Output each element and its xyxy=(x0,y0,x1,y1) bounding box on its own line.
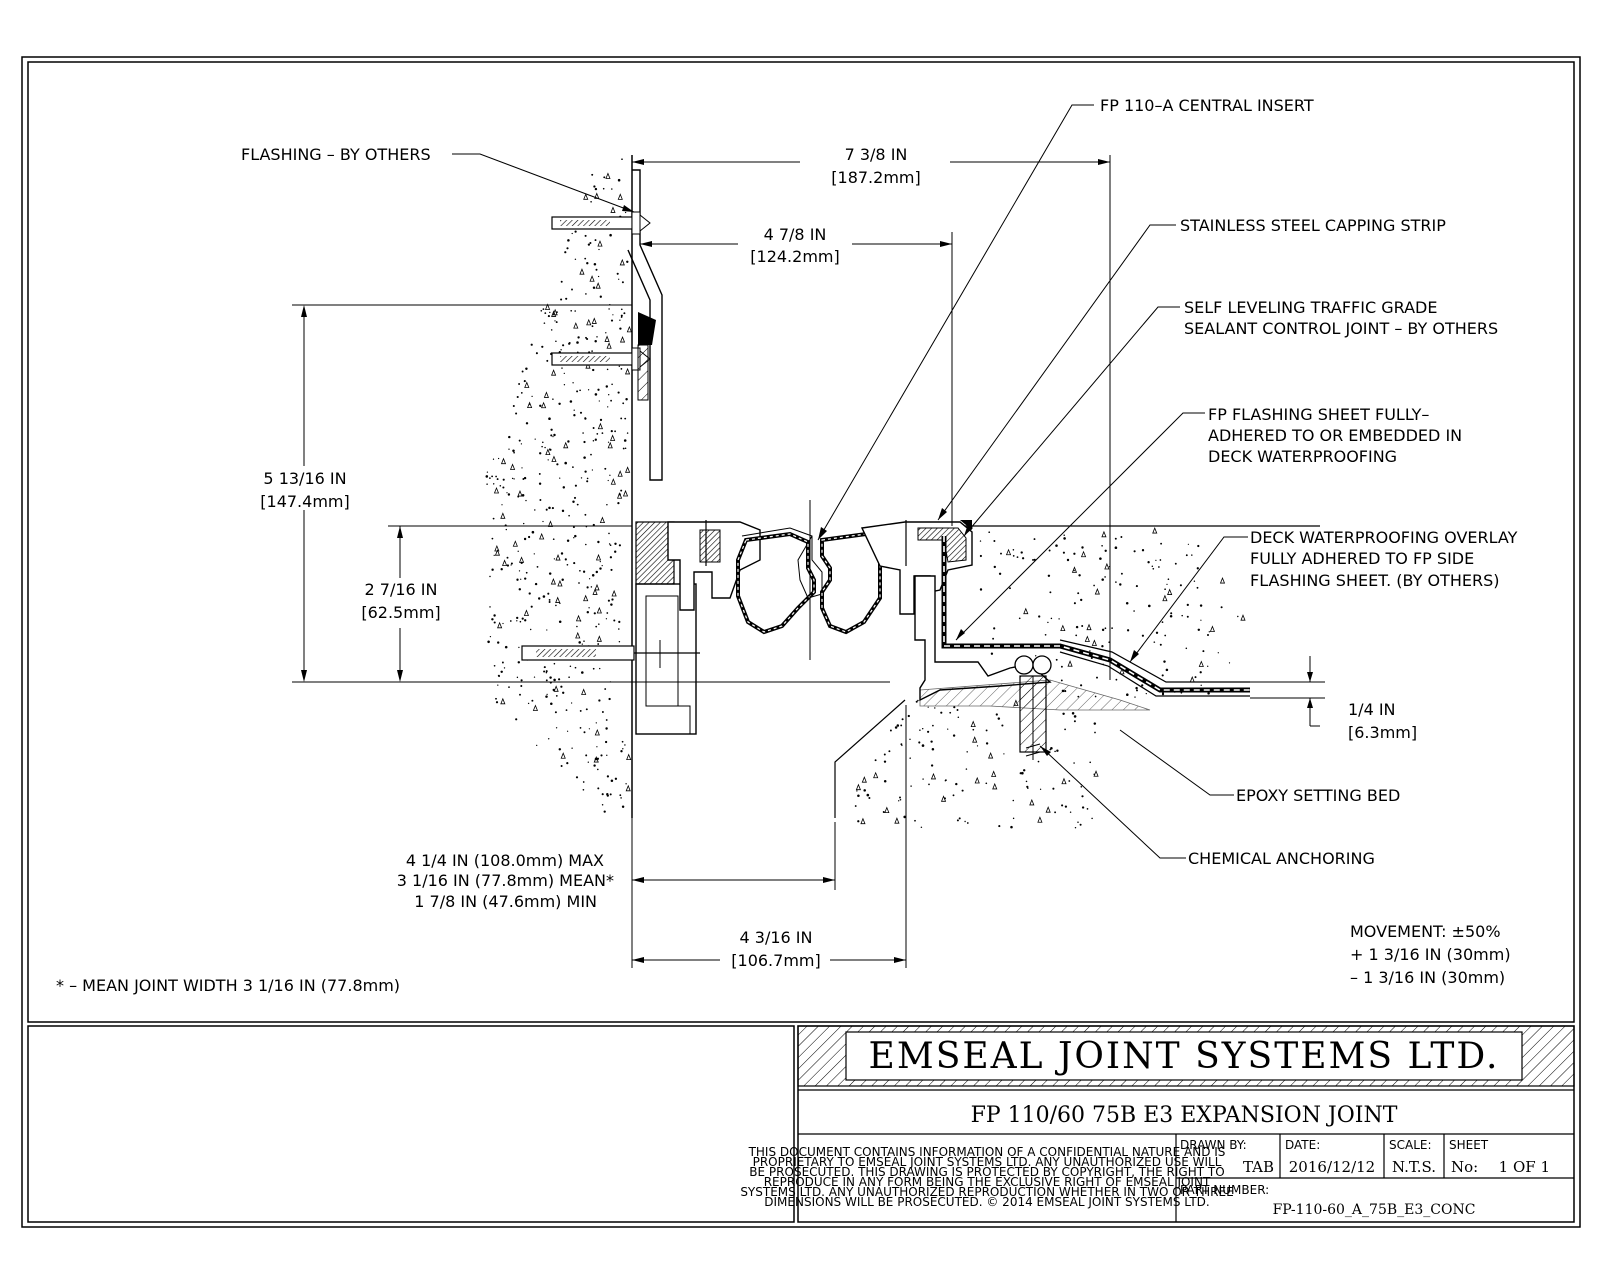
label-central-insert: FP 110–A CENTRAL INSERT xyxy=(1100,96,1314,115)
label-sealant-1: SELF LEVELING TRAFFIC GRADE xyxy=(1184,298,1437,317)
leader-lines xyxy=(452,104,1248,859)
dim-overall-mm: [187.2mm] xyxy=(831,168,920,187)
label-fp-flashing-2: ADHERED TO OR EMBEDDED IN xyxy=(1208,426,1462,445)
callout-labels: FP 110–A CENTRAL INSERT FLASHING – BY OT… xyxy=(241,96,1518,868)
label-capping-strip: STAINLESS STEEL CAPPING STRIP xyxy=(1180,216,1446,235)
dim-depth-mm: [62.5mm] xyxy=(361,603,440,622)
label-flashing: FLASHING – BY OTHERS xyxy=(241,145,431,164)
sheet-no-label: No: xyxy=(1451,1158,1478,1176)
label-fp-flashing-3: DECK WATERPROOFING xyxy=(1208,447,1397,466)
notes-box xyxy=(27,1025,795,1223)
left-rail xyxy=(635,583,697,735)
dim-depth-in: 2 7/16 IN xyxy=(365,580,438,599)
dim-rail-in: 4 3/16 IN xyxy=(740,928,813,947)
dim-height-mm: [147.4mm] xyxy=(260,492,349,511)
dim-width-mean: 3 1/16 IN (77.8mm) MEAN* xyxy=(397,871,614,890)
dim-height-in: 5 13/16 IN xyxy=(263,469,346,488)
disclaimer-line: THIS DOCUMENT CONTAINS INFORMATION OF A … xyxy=(748,1145,1226,1159)
disclaimer-line: REPRODUCE IN ANY FORM BEING THE EXCLUSIV… xyxy=(764,1175,1211,1189)
company-name: EMSEAL JOINT SYSTEMS LTD. xyxy=(869,1036,1500,1077)
disclaimer-line: DIMENSIONS WILL BE PROSECUTED. © 2014 EM… xyxy=(764,1195,1209,1209)
drawn-by-label: DRAWN BY: xyxy=(1180,1138,1247,1152)
fp-flashing-sheet xyxy=(941,536,1250,693)
label-fp-flashing-1: FP FLASHING SHEET FULLY– xyxy=(1208,405,1429,424)
part-number-label: PART NUMBER: xyxy=(1180,1183,1269,1197)
title-block: EMSEAL JOINT SYSTEMS LTD. FP 110/60 75B … xyxy=(740,1025,1575,1223)
scale-value: N.T.S. xyxy=(1392,1158,1436,1176)
label-overlay-3: FLASHING SHEET. (BY OTHERS) xyxy=(1250,571,1499,590)
date-label: DATE: xyxy=(1285,1138,1320,1152)
part-number-value: FP-110-60_A_75B_E3_CONC xyxy=(1273,1202,1476,1218)
disclaimer-line: BE PROSECUTED. THIS DRAWING IS PROTECTED… xyxy=(749,1165,1224,1179)
label-epoxy: EPOXY SETTING BED xyxy=(1236,786,1400,805)
dimension-labels: 7 3/8 IN [187.2mm] 4 7/8 IN [124.2mm] 5 … xyxy=(260,145,1417,970)
right-concrete xyxy=(834,525,1320,829)
movement-note: MOVEMENT: ±50% + 1 3/16 IN (30mm) – 1 3/… xyxy=(1350,922,1511,987)
label-overlay-1: DECK WATERPROOFING OVERLAY xyxy=(1250,528,1518,547)
dim-recess-in: 1/4 IN xyxy=(1348,700,1396,719)
movement-line1: MOVEMENT: ±50% xyxy=(1350,922,1501,941)
expansion-joint-assembly xyxy=(521,500,1250,760)
label-anchoring: CHEMICAL ANCHORING xyxy=(1188,849,1375,868)
label-overlay-2: FULLY ADHERED TO FP SIDE xyxy=(1250,549,1474,568)
left-concrete xyxy=(485,155,633,818)
date-value: 2016/12/12 xyxy=(1289,1158,1375,1176)
dimension-arrows xyxy=(301,159,1313,963)
drawing-frame xyxy=(27,61,1575,1023)
disclaimer-line: SYSTEMS LTD. ANY UNAUTHORIZED REPRODUCTI… xyxy=(740,1185,1233,1199)
dim-overall-in: 7 3/8 IN xyxy=(845,145,908,164)
leader-arrows xyxy=(622,205,1139,756)
movement-line3: – 1 3/16 IN (30mm) xyxy=(1350,968,1505,987)
outer-border xyxy=(21,56,1581,1228)
dim-width-max: 4 1/4 IN (108.0mm) MAX xyxy=(406,851,604,870)
disclaimer: THIS DOCUMENT CONTAINS INFORMATION OF A … xyxy=(740,1145,1233,1209)
footnote: * – MEAN JOINT WIDTH 3 1/16 IN (77.8mm) xyxy=(56,976,400,995)
dim-cap-mm: [124.2mm] xyxy=(750,247,839,266)
epoxy-setting-bed xyxy=(919,679,1151,711)
dim-width-min: 1 7/8 IN (47.6mm) MIN xyxy=(414,892,597,911)
label-sealant-2: SEALANT CONTROL JOINT – BY OTHERS xyxy=(1184,319,1498,338)
wall-flashing xyxy=(551,169,663,481)
dim-cap-in: 4 7/8 IN xyxy=(764,225,827,244)
dim-rail-mm: [106.7mm] xyxy=(731,951,820,970)
disclaimer-line: PROPRIETARY TO EMSEAL JOINT SYSTEMS LTD.… xyxy=(753,1155,1222,1169)
dim-recess-mm: [6.3mm] xyxy=(1348,723,1417,742)
sheet-no-value: 1 OF 1 xyxy=(1499,1158,1550,1176)
movement-line2: + 1 3/16 IN (30mm) xyxy=(1350,945,1511,964)
drawn-by-value: TAB xyxy=(1243,1158,1274,1176)
deck-overlay xyxy=(1059,639,1250,683)
scale-label: SCALE: xyxy=(1389,1138,1432,1152)
sheet-label: SHEET xyxy=(1449,1138,1489,1152)
drawing-title: FP 110/60 75B E3 EXPANSION JOINT xyxy=(971,1103,1398,1128)
